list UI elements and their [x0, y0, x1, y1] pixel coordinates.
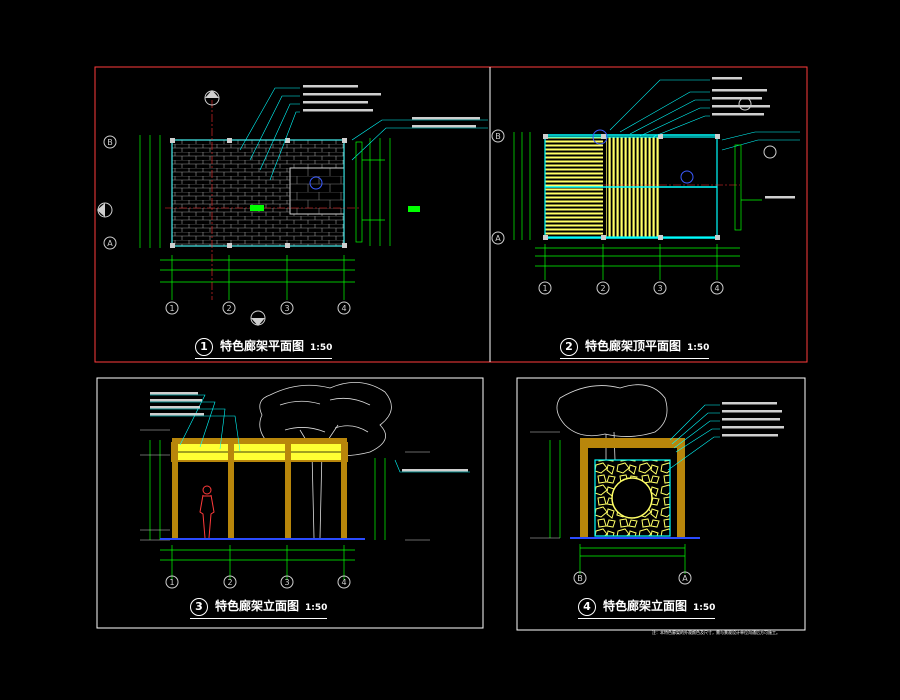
- title-number: 3: [190, 597, 208, 616]
- roof-axis-A: A: [495, 234, 501, 243]
- frame-sheet-3: [96, 377, 484, 629]
- footnote: 注：本特色廊架的外观颜色及尺寸，需与景观设计单位沟通后方可施工。: [652, 630, 780, 635]
- title-scale: 1:50: [310, 343, 333, 353]
- plan-axis-3: 3: [284, 304, 289, 313]
- front-elevation-view: 1 2 3 4: [140, 382, 470, 589]
- elev3-axis-4: 4: [341, 578, 346, 587]
- plan-axis-4: 4: [341, 304, 346, 313]
- title-plan: 1 特色廊架平面图 1:50: [195, 337, 333, 359]
- title-number: 4: [578, 597, 596, 616]
- title-text: 特色廊架立面图: [603, 599, 688, 613]
- plan-axis-1: 1: [169, 304, 174, 313]
- plan-stone-area: [289, 167, 345, 215]
- title-text: 特色廊架顶平面图: [585, 339, 682, 353]
- plan-view: B A 1 2 3 4: [97, 85, 488, 326]
- roof-axis-4: 4: [714, 284, 719, 293]
- plan-axis-A: A: [107, 239, 113, 248]
- roof-axis-2: 2: [600, 284, 605, 293]
- title-scale: 1:50: [305, 603, 328, 613]
- title-scale: 1:50: [693, 603, 716, 613]
- tree-outline-side: [556, 384, 668, 461]
- title-side-elevation: 4 特色廊架立面图 1:50: [578, 597, 716, 619]
- elev4-axis-A: A: [682, 574, 688, 583]
- moon-gate-opening: [611, 477, 653, 519]
- title-text: 特色廊架立面图: [215, 599, 300, 613]
- plan-axis-2: 2: [226, 304, 231, 313]
- elev4-axis-B: B: [577, 574, 583, 583]
- frame-sheet-top: [94, 66, 808, 363]
- roof-axis-B: B: [495, 132, 501, 141]
- scale-figure: [199, 485, 215, 539]
- side-elev-top-beam: [580, 438, 685, 448]
- roof-axis-1: 1: [542, 284, 547, 293]
- title-number: 2: [560, 337, 578, 356]
- roof-plan-view: B A 1 2 3 4: [491, 77, 800, 295]
- sheet-frames: [94, 66, 808, 631]
- elev3-axis-2: 2: [227, 578, 232, 587]
- title-roof-plan: 2 特色廊架顶平面图 1:50: [560, 337, 710, 359]
- side-elevation-view: B A: [530, 384, 784, 585]
- title-number: 1: [195, 337, 213, 356]
- roof-axis-3: 3: [657, 284, 662, 293]
- elev3-axis-1: 1: [169, 578, 174, 587]
- title-text: 特色廊架平面图: [220, 339, 305, 353]
- plan-axis-B: B: [107, 138, 113, 147]
- title-front-elevation: 3 特色廊架立面图 1:50: [190, 597, 328, 619]
- frame-sheet-4: [516, 377, 806, 631]
- elev3-axis-3: 3: [284, 578, 289, 587]
- title-scale: 1:50: [687, 343, 710, 353]
